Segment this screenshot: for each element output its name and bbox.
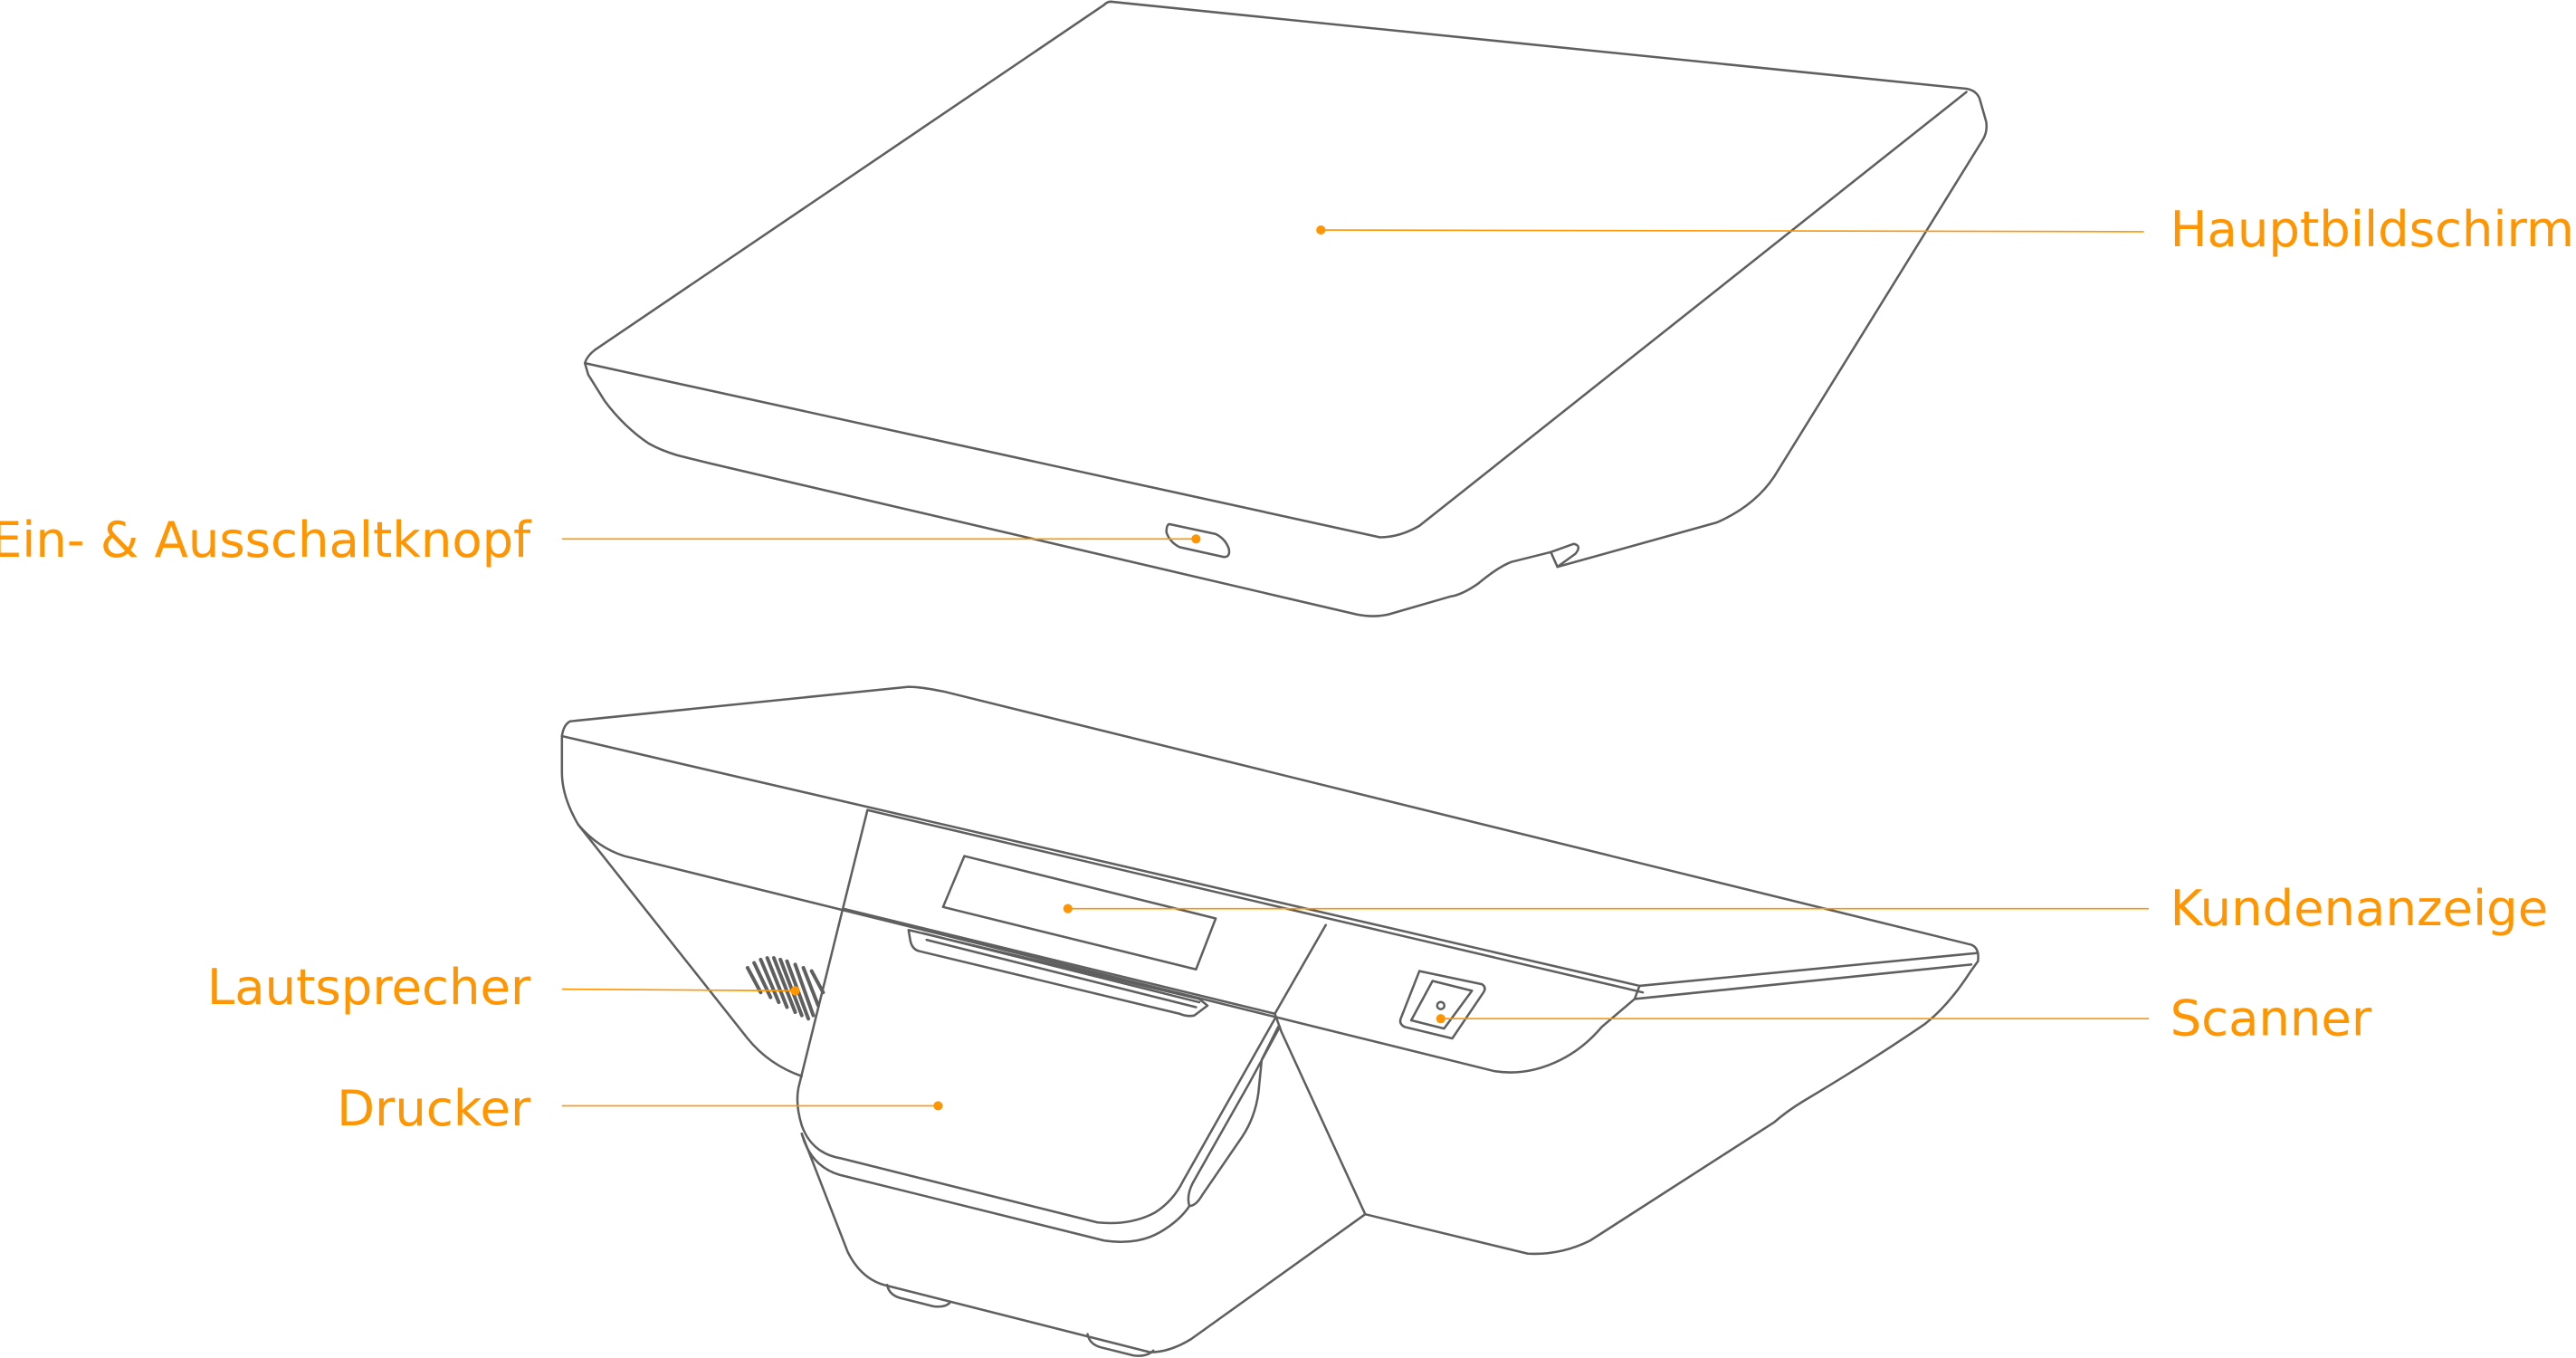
label-printer: Drucker [337,1079,531,1137]
callout-printer: Drucker [337,1079,943,1137]
callout-power-button: Ein- & Ausschaltknopf [0,511,1201,569]
label-speaker: Lautsprecher [207,958,531,1016]
label-customer-display: Kundenanzeige [2171,879,2549,937]
callout-speaker: Lautsprecher [207,958,800,1016]
callout-customer-display: Kundenanzeige [1063,879,2549,937]
callout-scanner: Scanner [1436,989,2372,1047]
main-screen-drawing [583,0,1989,617]
label-power-button: Ein- & Ausschaltknopf [0,511,532,569]
callout-main-screen: Hauptbildschirm [1316,200,2574,258]
speaker-grille-drawing [745,956,825,1021]
base-unit-drawing [560,685,1980,1357]
label-scanner: Scanner [2171,989,2372,1047]
label-main-screen: Hauptbildschirm [2171,200,2574,258]
